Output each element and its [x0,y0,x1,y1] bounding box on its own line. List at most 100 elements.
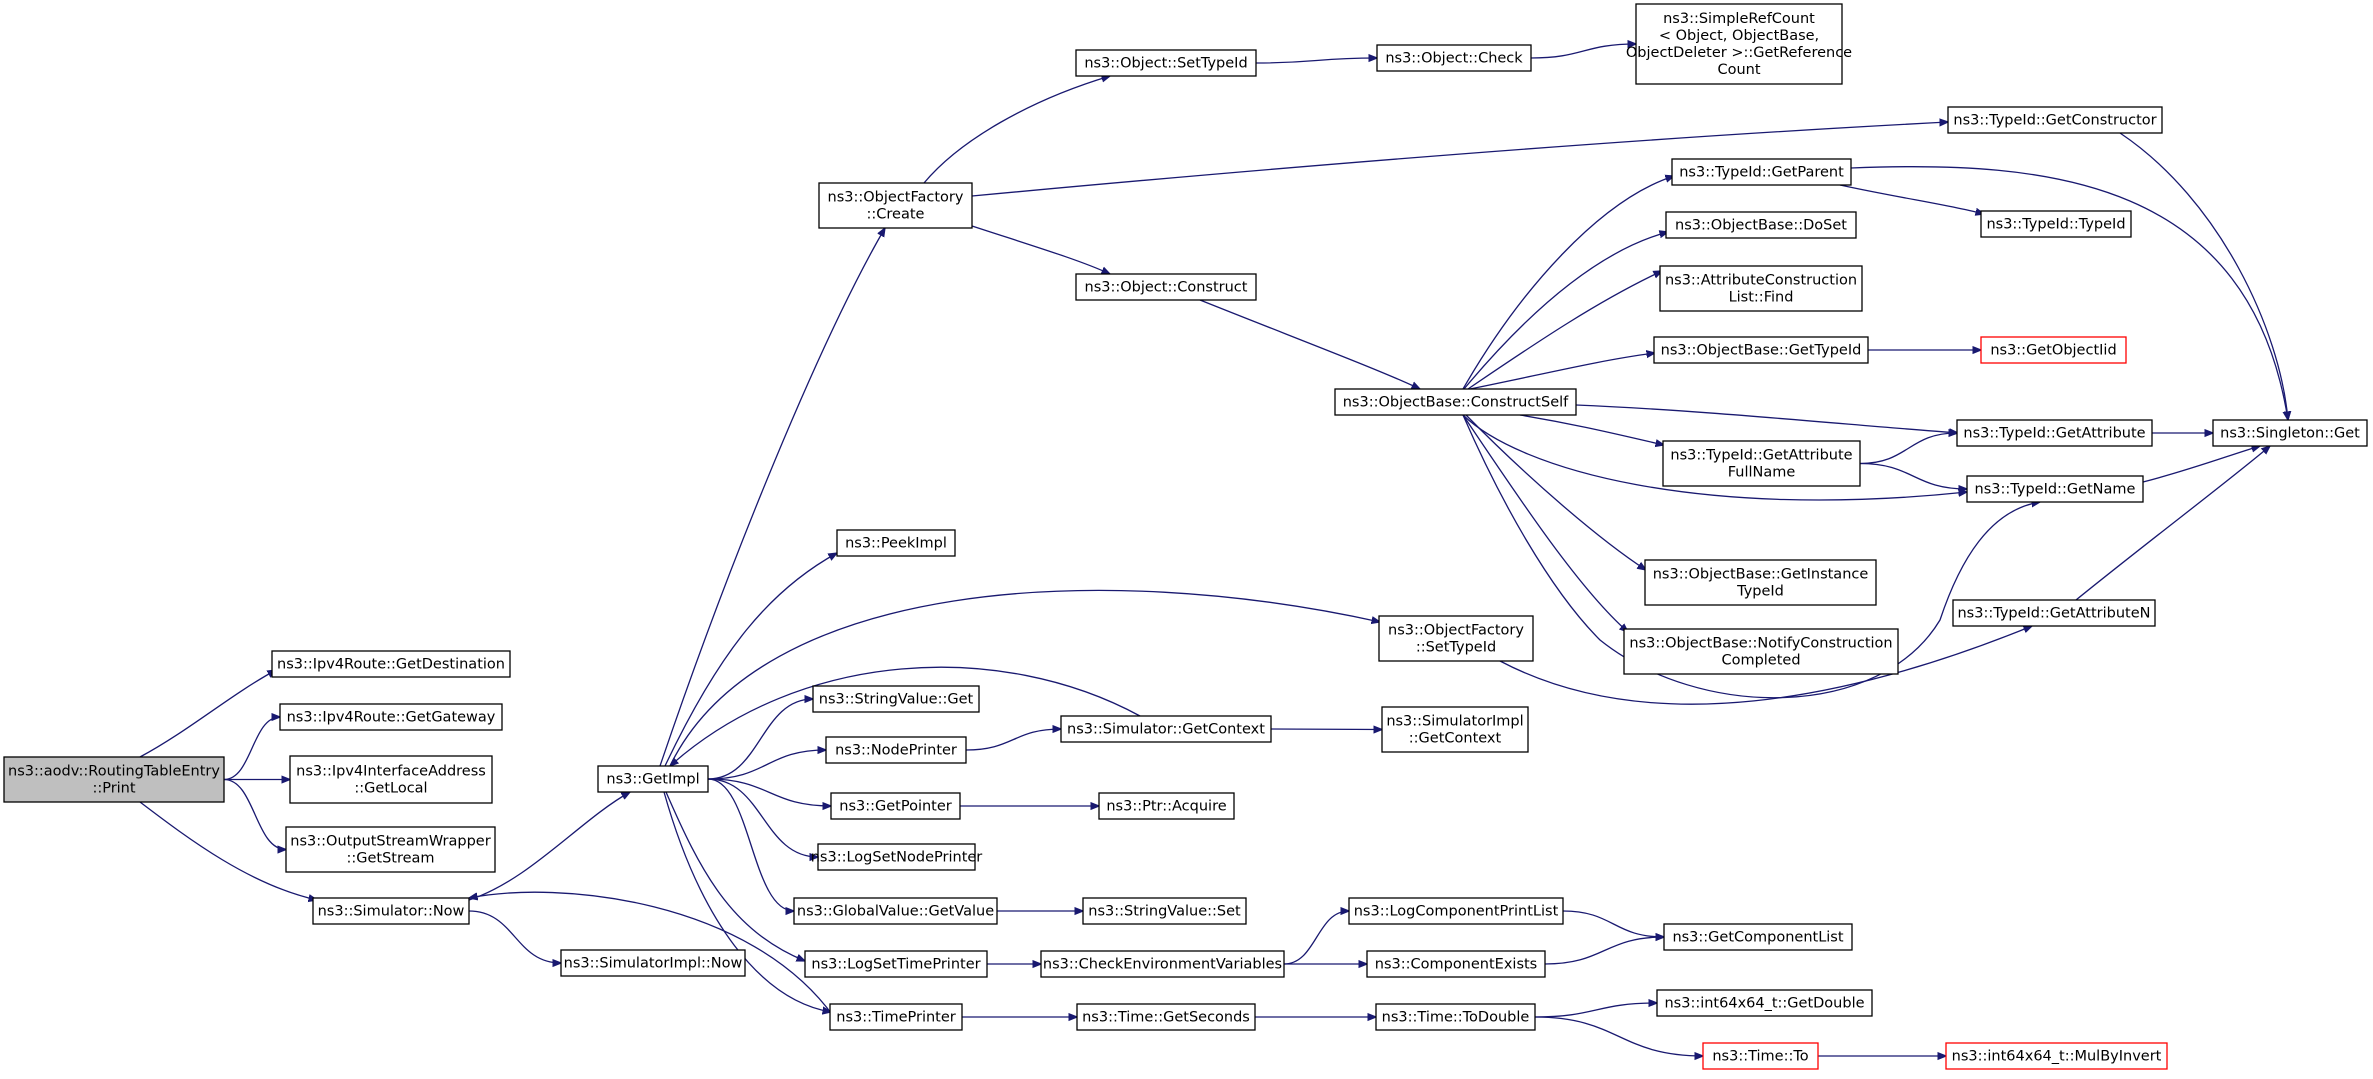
node-obconstructself[interactable]: ns3::ObjectBase::ConstructSelf [1334,388,1577,416]
node-typeidgetattrn[interactable]: ns3::TypeId::GetAttributeN [1952,599,2156,627]
node-typeidgetparent[interactable]: ns3::TypeId::GetParent [1671,158,1852,186]
node-getdest[interactable]: ns3::Ipv4Route::GetDestination [271,650,511,678]
node-nodeprinter[interactable]: ns3::NodePrinter [825,736,967,764]
node-getobjectiid[interactable]: ns3::GetObjectIid [1980,336,2127,364]
node-box [1375,1003,1536,1031]
edge-root-to-getgw [223,717,280,781]
node-label: ::Create [867,207,925,223]
node-logsetnodeprinter[interactable]: ns3::LogSetNodePrinter [811,843,983,871]
edge-getimpl-to-logsetnodeprinter [707,778,818,857]
node-mulbyinvert[interactable]: ns3::int64x64_t::MulByInvert [1945,1042,2168,1070]
node-label: ns3::TypeId::GetConstructor [1953,113,2156,129]
node-objcheck[interactable]: ns3::Object::Check [1376,44,1532,72]
node-simplerefcount[interactable]: ns3::SimpleRefCount< Object, ObjectBase,… [1626,3,1852,85]
edge-getimpl-to-ofsettypeid [669,589,1380,767]
node-typeidgetctor[interactable]: ns3::TypeId::GetConstructor [1947,106,2163,134]
node-box [1980,336,2127,364]
node-getcomplist[interactable]: ns3::GetComponentList [1663,923,1853,951]
node-getlocal[interactable]: ns3::Ipv4InterfaceAddress::GetLocal [289,755,493,804]
node-label: ns3::GetComponentList [1672,930,1843,946]
node-ofcreate[interactable]: ns3::ObjectFactory::Create [818,182,973,229]
node-objconstruct[interactable]: ns3::Object::Construct [1075,273,1257,301]
node-box [1702,1042,1819,1070]
node-label: ns3::GetObjectIid [1990,343,2116,359]
edge-obconstructself-to-obdoset [1463,232,1668,390]
edge-objcheck-to-simplerefcount [1530,44,1636,59]
node-timetodouble[interactable]: ns3::Time::ToDouble [1375,1003,1536,1031]
node-singletonget[interactable]: ns3::Singleton::Get [2212,419,2368,447]
edge-obconstructself-to-typeidgetname [1462,414,2040,699]
node-label: ns3::Time::ToDouble [1382,1010,1530,1026]
node-timeto[interactable]: ns3::Time::To [1702,1042,1819,1070]
node-box [1656,989,1873,1017]
node-simimplnow[interactable]: ns3::SimulatorImpl::Now [560,949,746,977]
node-typeidgetattr[interactable]: ns3::TypeId::GetAttribute [1956,419,2153,447]
node-label: ns3::aodv::RoutingTableEntry [8,764,220,780]
node-label: ns3::Ipv4InterfaceAddress [296,764,486,780]
node-label: ::Print [92,781,135,797]
node-box [812,685,980,713]
node-box [1623,628,1899,675]
node-getimpl[interactable]: ns3::GetImpl [597,765,709,793]
edge-typeidgetattrfull-to-typeidgetname [1859,462,1967,490]
node-label: ns3::LogComponentPrintList [1354,904,1559,920]
node-box [836,529,956,557]
node-gvgetvalue[interactable]: ns3::GlobalValue::GetValue [793,897,998,925]
node-box [1366,950,1546,978]
node-box [1671,158,1852,186]
node-box [1348,897,1564,925]
node-box [1635,3,1843,85]
node-logsettimeprinter[interactable]: ns3::LogSetTimePrinter [804,950,988,978]
node-label: ns3::Simulator::GetContext [1067,722,1265,738]
node-box [279,703,503,731]
edge-getimpl-to-getpointer [707,778,831,806]
edge-getimpl-to-gvgetvalue [707,778,794,911]
edge-root-to-getdest [139,670,276,758]
node-box [1980,210,2132,238]
node-label: ns3::ObjectFactory [1388,623,1524,639]
node-label: ns3::OutputStreamWrapper [290,834,490,850]
edge-logcompprintlist-to-getcomplist [1562,910,1664,937]
node-simgetctx[interactable]: ns3::Simulator::GetContext [1060,715,1272,743]
edge-obconstructself-to-typeidgetattrfull [1519,414,1664,445]
node-svset[interactable]: ns3::StringValue::Set [1082,897,1247,925]
node-typeidgetname[interactable]: ns3::TypeId::GetName [1966,475,2144,503]
node-peekimpl[interactable]: ns3::PeekImpl [836,529,956,557]
node-timegetseconds[interactable]: ns3::Time::GetSeconds [1076,1003,1256,1031]
node-label: ns3::TimePrinter [836,1010,956,1026]
node-getgw[interactable]: ns3::Ipv4Route::GetGateway [279,703,503,731]
node-checkenv[interactable]: ns3::CheckEnvironmentVariables [1040,950,1285,978]
node-simimplgetctx[interactable]: ns3::SimulatorImpl::GetContext [1381,706,1529,753]
node-svget[interactable]: ns3::StringValue::Get [812,685,980,713]
node-obnotifyconstruction[interactable]: ns3::ObjectBase::NotifyConstructionCompl… [1623,628,1899,675]
node-getpointer[interactable]: ns3::GetPointer [830,792,961,820]
node-label: ::GetLocal [354,781,427,797]
node-ptracquire[interactable]: ns3::Ptr::Acquire [1098,792,1235,820]
node-label: ::GetStream [346,851,434,867]
node-getstream[interactable]: ns3::OutputStreamWrapper::GetStream [285,826,496,873]
edge-typeidgetname-to-singletonget [2142,446,2260,483]
node-typeidtypeid[interactable]: ns3::TypeId::TypeId [1980,210,2132,238]
node-label: ns3::LogSetNodePrinter [811,850,983,866]
node-root[interactable]: ns3::aodv::RoutingTableEntry::Print [3,756,225,803]
node-timeprinter[interactable]: ns3::TimePrinter [829,1003,963,1031]
node-logcompprintlist[interactable]: ns3::LogComponentPrintList [1348,897,1564,925]
node-objsettypeid[interactable]: ns3::Object::SetTypeId [1075,49,1257,77]
node-compexists[interactable]: ns3::ComponentExists [1366,950,1546,978]
node-label: Count [1717,62,1760,78]
node-box [829,1003,963,1031]
node-obdoset[interactable]: ns3::ObjectBase::DoSet [1665,211,1857,239]
node-obgettypeid[interactable]: ns3::ObjectBase::GetTypeId [1653,336,1869,364]
edge-obconstructself-to-obgetinstancetypeid [1465,414,1646,570]
node-simnow[interactable]: ns3::Simulator::Now [312,897,470,925]
node-box [1378,615,1534,662]
edge-obconstructself-to-typeidgetname [1462,414,1967,501]
node-label: ns3::ComponentExists [1375,957,1538,973]
node-label: ns3::ObjectBase::DoSet [1675,218,1847,234]
node-int64getdouble[interactable]: ns3::int64x64_t::GetDouble [1656,989,1873,1017]
node-label: ns3::SimpleRefCount [1663,11,1815,27]
node-ofsettypeid[interactable]: ns3::ObjectFactory::SetTypeId [1378,615,1534,662]
